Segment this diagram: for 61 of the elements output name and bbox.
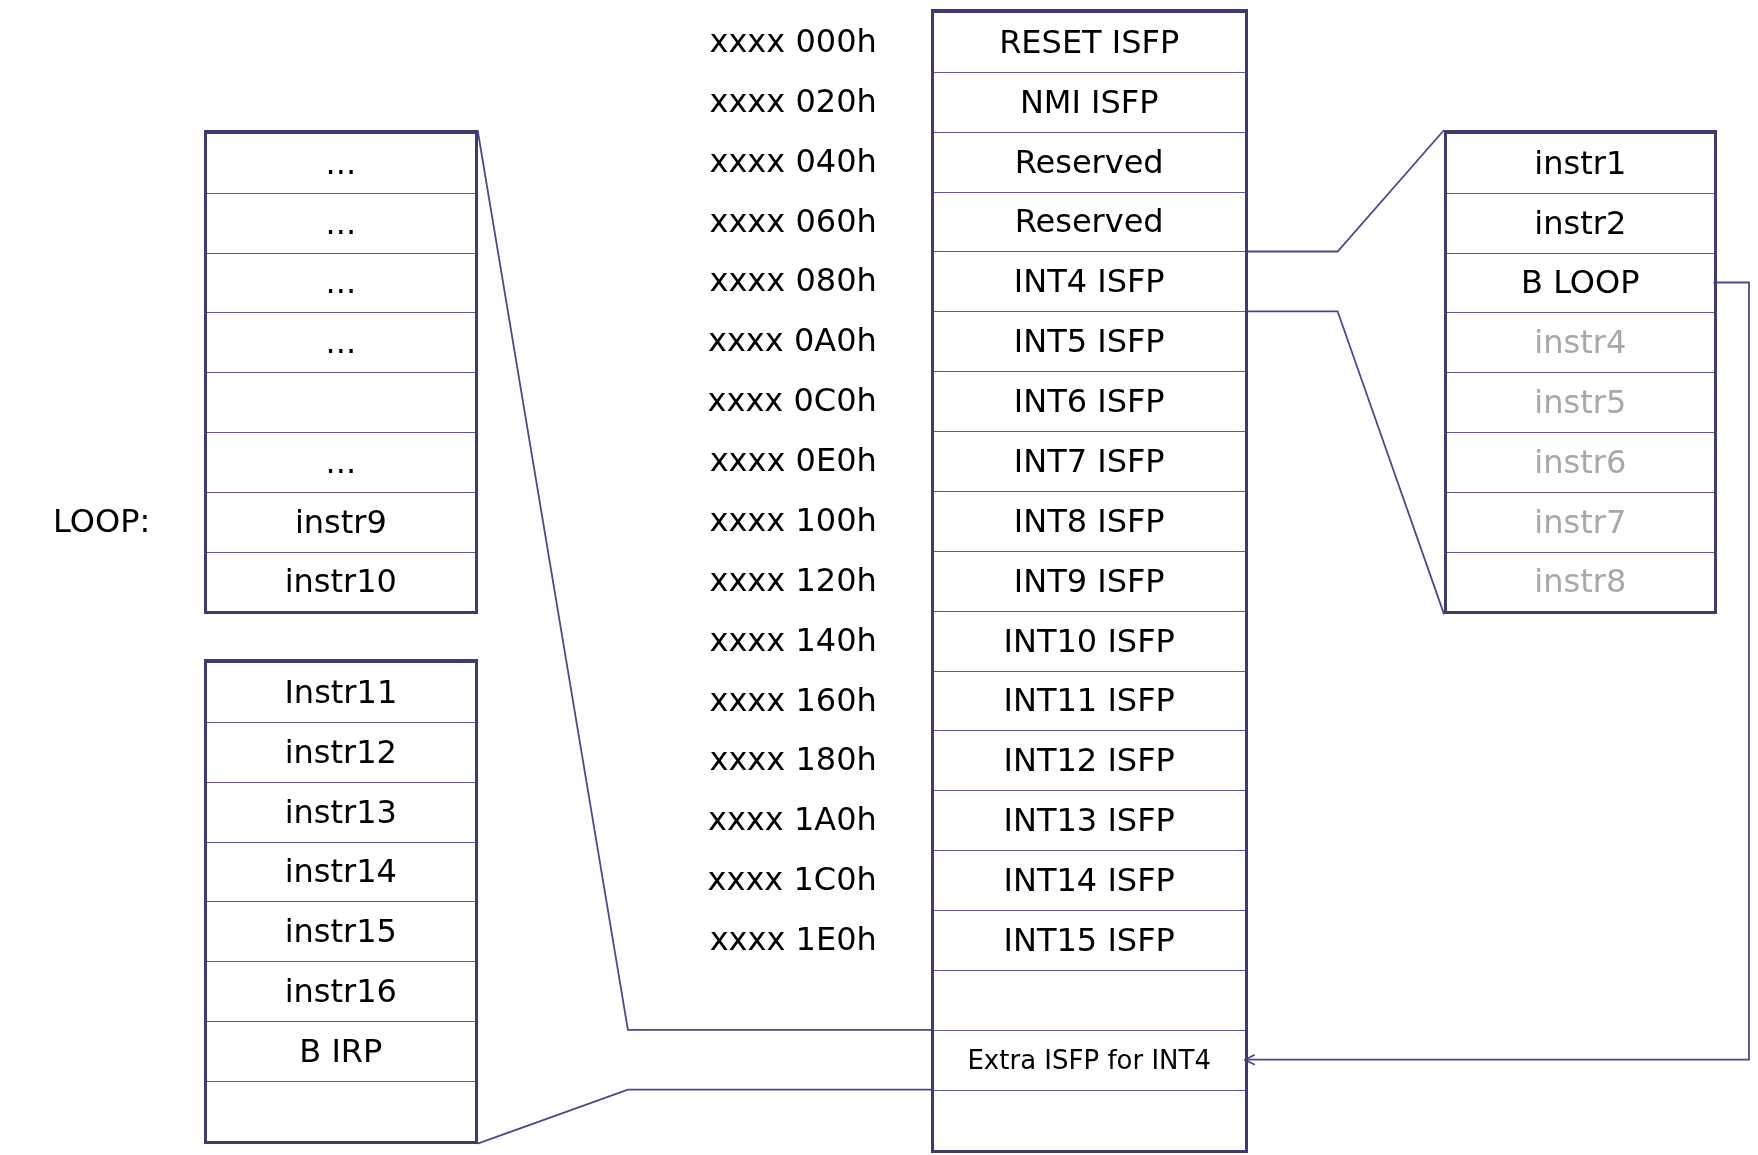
- cell-text: instr2: [1534, 205, 1627, 241]
- address-label: xxxx 1A0h: [707, 802, 877, 838]
- cell-text: B IRP: [299, 1033, 383, 1069]
- address-label: xxxx 040h: [709, 143, 877, 179]
- address-label: xxxx 180h: [709, 742, 877, 778]
- arrow: [1243, 281, 1750, 1066]
- address-label: xxxx 120h: [709, 562, 877, 598]
- cell-text: instr10: [284, 564, 397, 600]
- cell-text: instr12: [284, 734, 397, 770]
- cell-text: INT11 ISFP: [1003, 683, 1175, 719]
- address-label: xxxx 140h: [709, 622, 877, 658]
- address-label: xxxx 1E0h: [709, 922, 877, 958]
- cell-text: instr9: [294, 504, 387, 540]
- address-label: xxxx 060h: [709, 203, 877, 239]
- cell-text: ...: [325, 265, 357, 301]
- memory-block: [204, 130, 478, 615]
- cell-text: INT14 ISFP: [1003, 863, 1175, 899]
- address-label: LOOP:: [53, 503, 151, 539]
- address-label: xxxx 020h: [709, 83, 877, 119]
- address-label: xxxx 160h: [709, 682, 877, 718]
- address-label: xxxx 080h: [709, 263, 877, 299]
- cell-text: INT15 ISFP: [1003, 922, 1175, 959]
- cell-text: NMI ISFP: [1019, 84, 1159, 120]
- cell-text: INT6 ISFP: [1013, 384, 1165, 420]
- address-label: xxxx 0E0h: [709, 443, 877, 479]
- cell-text: INT5 ISFP: [1013, 324, 1165, 360]
- cell-text: instr1: [1534, 145, 1627, 182]
- cell-text: instr14: [284, 854, 397, 890]
- cell-text: Instr11: [284, 675, 398, 711]
- cell-text: ...: [325, 145, 357, 182]
- cell-text: Reserved: [1014, 204, 1164, 240]
- cell-text: instr8: [1534, 564, 1627, 600]
- cell-text: instr15: [284, 914, 397, 950]
- cell-text: RESET ISFP: [999, 24, 1180, 60]
- address-label: xxxx 0A0h: [707, 323, 877, 359]
- cell-text: INT12 ISFP: [1003, 743, 1175, 779]
- cell-text: instr7: [1534, 504, 1627, 540]
- cell-text: INT13 ISFP: [1003, 803, 1175, 839]
- cell-text: INT4 ISFP: [1013, 264, 1165, 300]
- cell-text: B LOOP: [1521, 265, 1640, 301]
- cell-text: INT7 ISFP: [1013, 443, 1165, 480]
- memory-block: [1444, 130, 1717, 615]
- cell-text: ...: [325, 444, 357, 480]
- memory-block: [204, 659, 478, 1144]
- cell-text: instr13: [284, 794, 397, 830]
- address-label: xxxx 0C0h: [707, 383, 877, 419]
- cell-text: ...: [325, 325, 357, 361]
- address-label: xxxx 1C0h: [707, 862, 877, 898]
- cell-text: ...: [325, 205, 357, 241]
- cell-text: INT9 ISFP: [1013, 563, 1165, 599]
- cell-text: INT8 ISFP: [1013, 503, 1165, 539]
- memory-block: [930, 8, 1248, 1153]
- cell-text: instr6: [1534, 444, 1627, 480]
- cell-text: instr4: [1534, 325, 1627, 361]
- address-label: xxxx 100h: [709, 502, 877, 539]
- cell-text: Extra ISFP for INT4: [967, 1045, 1211, 1075]
- address-label: xxxx 000h: [709, 23, 877, 60]
- cell-text: instr16: [284, 974, 397, 1010]
- cell-text: instr5: [1534, 385, 1627, 421]
- cell-text: Reserved: [1014, 144, 1164, 180]
- cell-text: INT10 ISFP: [1003, 623, 1175, 659]
